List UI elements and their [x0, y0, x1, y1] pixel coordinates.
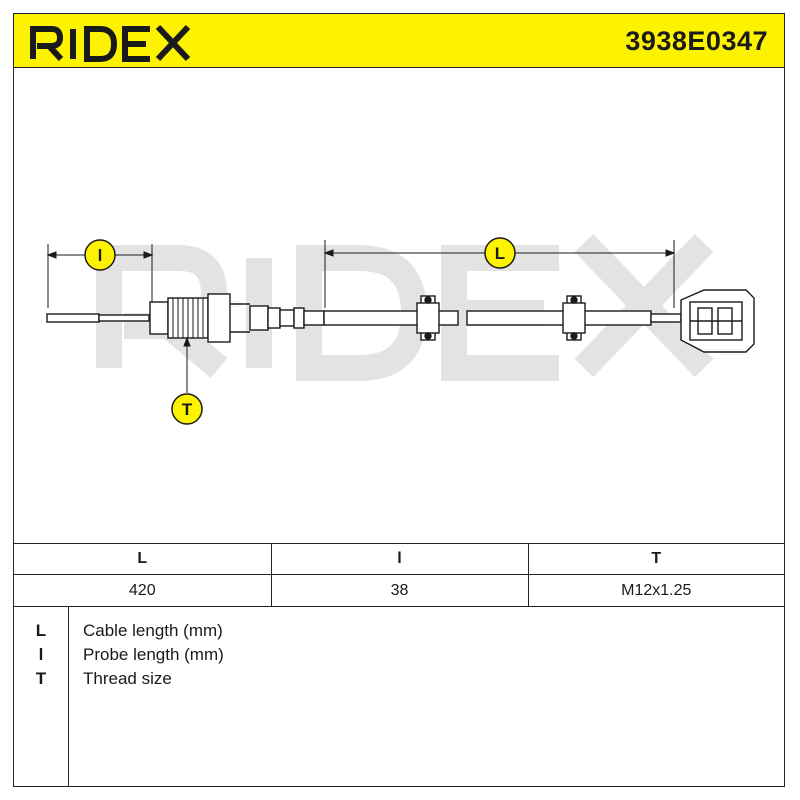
- cable-clip-1: [416, 295, 440, 341]
- probe-length-marker: l: [84, 239, 116, 271]
- legend: L Cable length (mm) l Probe length (mm) …: [14, 607, 784, 787]
- legend-description: Probe length (mm): [83, 645, 224, 664]
- value-thread-size: M12x1.25: [527, 574, 784, 607]
- value-cable-length: 420: [14, 574, 271, 607]
- sheet-frame: 3938E0347 l: [13, 13, 785, 787]
- thread-marker-label: T: [182, 400, 193, 419]
- sensor-probe: [46, 293, 325, 343]
- thread-lines: [172, 298, 204, 338]
- probe-length-marker-label: l: [98, 246, 103, 265]
- legend-key: l: [38, 645, 44, 664]
- header-cable-length: L: [14, 543, 271, 575]
- thread-marker: T: [171, 393, 203, 425]
- legend-item: l Probe length (mm): [14, 643, 784, 667]
- technical-drawing: l L: [46, 233, 755, 425]
- header-thread-size: T: [527, 543, 784, 575]
- legend-key: T: [35, 669, 47, 688]
- header-bar: 3938E0347: [14, 14, 784, 68]
- legend-key: L: [35, 621, 47, 640]
- cable-length-marker: L: [484, 237, 516, 269]
- spec-table-value-row: 420 38 M12x1.25: [14, 574, 784, 607]
- cable-clip-2: [562, 295, 586, 341]
- legend-item: L Cable length (mm): [14, 619, 784, 643]
- legend-description: Cable length (mm): [83, 621, 223, 640]
- value-probe-length: 38: [270, 574, 528, 607]
- electrical-connector: [680, 289, 755, 353]
- legend-divider: [68, 607, 69, 787]
- header-probe-length: l: [270, 543, 528, 575]
- spec-table-header-row: L l T: [14, 543, 784, 575]
- cable-length-marker-label: L: [495, 244, 505, 263]
- part-number: 3938E0347: [625, 26, 768, 56]
- legend-description: Thread size: [83, 669, 172, 688]
- probe-length-dimension: [46, 244, 154, 308]
- legend-item: T Thread size: [14, 667, 784, 691]
- brand-logo: [30, 24, 191, 62]
- sensor-cable: [323, 310, 682, 326]
- thread-leader: [183, 336, 191, 393]
- spec-table: L l T 420 38 M12x1.25: [14, 543, 784, 607]
